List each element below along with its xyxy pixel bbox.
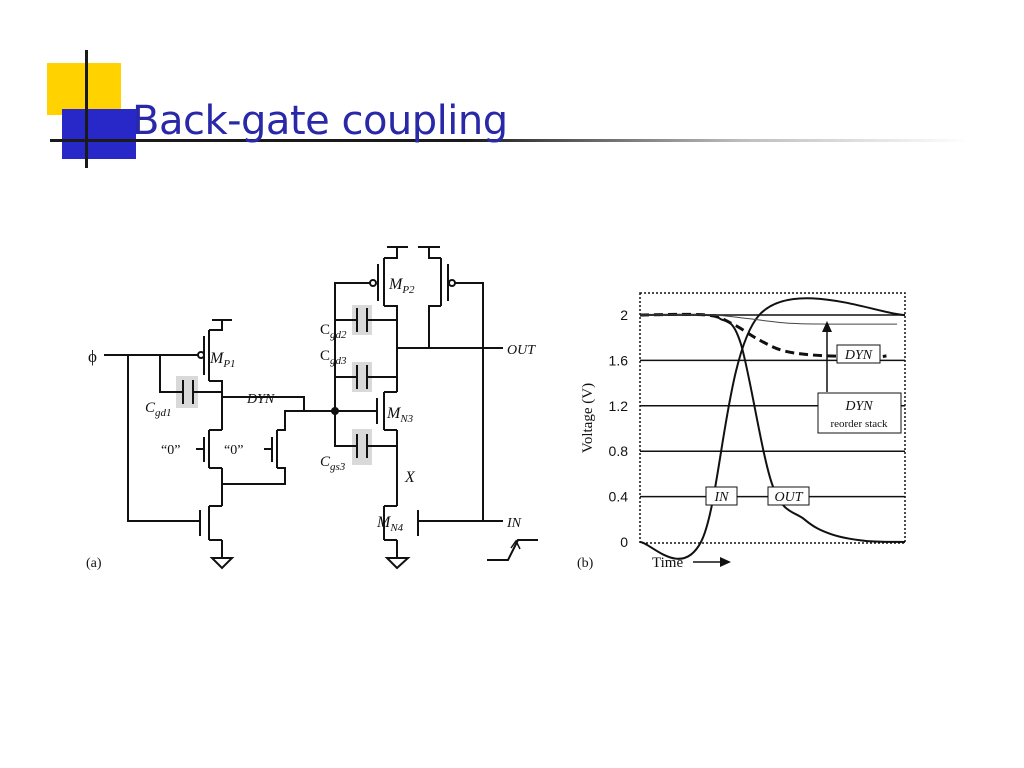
capacitor-cgd3: [335, 365, 397, 389]
mp1-label: MP1: [209, 350, 236, 370]
dyn-node-wire: [222, 396, 335, 412]
cgd1-label: Cgd1: [145, 400, 172, 419]
chart-frame: [639, 292, 906, 544]
capacitor-cgd2: [335, 308, 397, 332]
series-line-reference: [639, 314, 898, 325]
mp2-label: MP2: [388, 276, 415, 296]
title-decoration-vertical-line: [85, 50, 88, 168]
y-tick-label: 1.2: [609, 398, 629, 414]
out-curve-label-box: [767, 486, 810, 506]
capacitor-cgd1: [159, 355, 222, 404]
transistor-stack-zero1: [196, 397, 223, 484]
transistor-stack-zero2: [222, 410, 304, 485]
reorder-stack-box: [817, 392, 902, 434]
dyn-node-label: DYN: [246, 392, 275, 407]
title-underline: [50, 139, 970, 142]
y-tick-label: 0.8: [609, 443, 629, 459]
series-line-in: [639, 297, 906, 560]
y-tick-label: 0.4: [609, 489, 629, 505]
schematic-labels: ϕ MP1 Cgd1 DYN “0” “0” MP2 Cgd2 Cgd3 MN3…: [86, 276, 536, 571]
cgs3-label: Cgs3: [320, 454, 346, 473]
schematic-panel: [104, 246, 538, 570]
transistor-mn4: [383, 505, 503, 570]
title-decoration-yellow-square: [47, 63, 121, 115]
title-decoration-blue-square: [62, 109, 136, 159]
transistor-mn3: [331, 348, 398, 506]
x-axis-arrow-head: [720, 557, 731, 567]
slide-title: Back-gate coupling: [132, 98, 508, 144]
capacitor-cgs3: [334, 411, 397, 458]
panel-a-label: (a): [86, 556, 102, 571]
transistor-mp2: [334, 246, 408, 411]
y-tick-label: 0: [620, 534, 628, 550]
panel-b-label: (b): [577, 556, 594, 571]
reorder-stack-title: DYN: [844, 399, 873, 414]
cgd2-label: Cgd2: [320, 322, 347, 341]
y-axis-label: Voltage (V): [580, 383, 596, 453]
cgd3-label: Cgd3: [320, 348, 347, 367]
out-node-label: OUT: [507, 343, 536, 358]
transistor-keeper: [418, 246, 484, 521]
zero-label-2: “0”: [224, 443, 243, 458]
dyn-curve-label: DYN: [844, 348, 873, 363]
input-step-symbol: [487, 539, 538, 561]
transistor-foot: [199, 484, 235, 570]
dyn-curve-label-box: [836, 344, 881, 364]
y-tick-label: 2: [620, 307, 628, 323]
y-tick-label: 1.6: [609, 352, 629, 368]
in-curve-label-box: [705, 486, 738, 506]
zero-label-1: “0”: [161, 443, 180, 458]
x-node-label: X: [404, 469, 416, 486]
in-node-label: IN: [506, 516, 522, 531]
phi-wire: [104, 354, 200, 522]
input-step-arrow: [510, 539, 521, 550]
mn3-label: MN3: [386, 405, 414, 425]
reorder-stack-subtitle: reorder stack: [830, 418, 888, 430]
in-curve-label: IN: [714, 490, 730, 505]
transistor-mp1: [192, 319, 232, 397]
reorder-arrow-head: [822, 321, 832, 332]
mn4-label: MN4: [376, 514, 404, 534]
out-curve-label: OUT: [774, 490, 803, 505]
phi-label: ϕ: [88, 347, 97, 366]
